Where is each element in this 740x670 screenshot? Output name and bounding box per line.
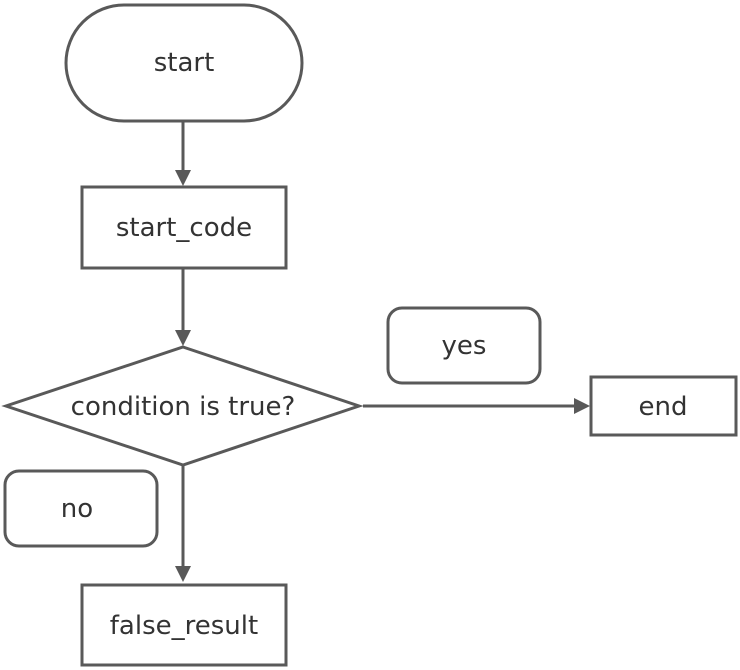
condition-node: condition is true?	[1, 345, 364, 467]
end-node-label: end	[639, 392, 688, 422]
no-label-text: no	[61, 494, 93, 524]
edge-start-code-to-condition	[175, 268, 191, 346]
yes-label-text: yes	[442, 331, 487, 361]
edge-start-to-start-code	[175, 121, 191, 186]
start-node: start	[64, 3, 304, 123]
end-node: end	[589, 375, 738, 437]
condition-node-label: condition is true?	[71, 392, 296, 422]
start-code-node-label: start_code	[116, 213, 252, 243]
no-label: no	[3, 469, 159, 548]
false-result-node-label: false_result	[110, 611, 258, 641]
edge-condition-to-false-result	[175, 465, 191, 582]
start-code-node: start_code	[80, 185, 288, 270]
edge-condition-to-end	[363, 398, 590, 414]
start-node-label: start	[154, 48, 215, 78]
false-result-node: false_result	[80, 583, 288, 667]
yes-label: yes	[386, 306, 542, 385]
